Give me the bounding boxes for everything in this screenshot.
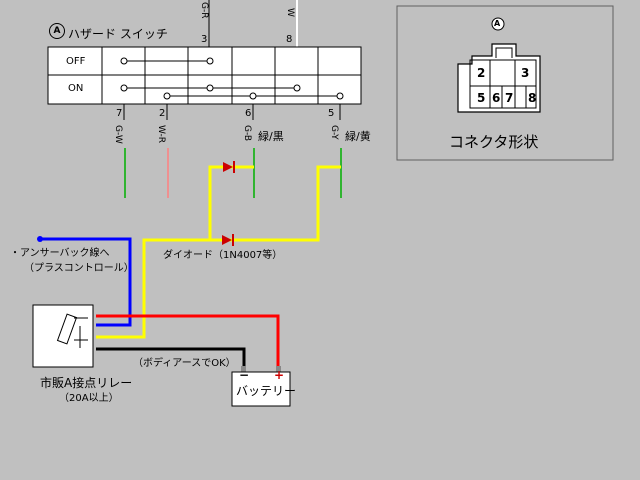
battery-minus-label: −: [239, 368, 250, 382]
relay-label: 市販A接点リレー: [40, 376, 133, 390]
switch-title: ハザード スイッチ: [68, 27, 168, 41]
color-label-g-b: 緑/黒: [258, 130, 284, 143]
pin-7: 7: [116, 108, 123, 119]
red-wire: [96, 314, 280, 372]
pin-6: 6: [245, 108, 252, 119]
connector-marker-circle: [491, 17, 505, 31]
contact-7-off: [120, 57, 128, 65]
pin-3: 3: [201, 34, 208, 45]
wire-label-w: W: [285, 8, 295, 17]
yellow-wire: [96, 165, 254, 339]
switch-marker: A: [49, 23, 65, 39]
battery-label: バッテリー: [236, 384, 297, 398]
pin-2: 2: [159, 108, 166, 119]
wire-label-g-y: G-Y: [329, 125, 339, 140]
body-earth-label: （ボディアースでOK）: [133, 358, 236, 369]
connector-cell-8: 8: [528, 91, 537, 105]
answerback-label: ・アンサーバック線へ: [10, 248, 110, 259]
row-label-off: OFF: [66, 56, 86, 67]
pin-5: 5: [328, 108, 335, 119]
answerback-sub-label: （プラスコントロール）: [24, 263, 134, 274]
contact-3-off: [206, 57, 214, 65]
battery-box: [231, 371, 291, 407]
diode-2: [222, 234, 234, 246]
diode-label: ダイオード（1N4007等）: [163, 250, 283, 261]
wire-label-g-r: G-R: [199, 2, 209, 19]
diode-1: [223, 161, 235, 173]
connector-cell-7: 7: [505, 91, 514, 105]
wire-label-g-b: G-B: [242, 125, 252, 142]
connector-cell-5: 5: [477, 91, 486, 105]
row-label-on: ON: [68, 83, 84, 94]
wire-label-g-w: G-W: [113, 125, 123, 144]
pin-8: 8: [286, 34, 293, 45]
blue-wire: [40, 237, 132, 327]
relay-sub-label: （20A以上）: [59, 393, 119, 404]
black-wire: [96, 347, 246, 372]
wire-label-w-r: W-R: [156, 125, 166, 144]
connector-marker: A: [494, 19, 501, 28]
connector-cell-2: 2: [477, 66, 486, 80]
connector-panel: [396, 5, 614, 161]
connector-caption: コネクタ形状: [449, 133, 539, 151]
connector-cell-6: 6: [492, 91, 501, 105]
connector-cell-3: 3: [521, 66, 530, 80]
connector-shape: [457, 43, 541, 113]
color-label-g-y: 緑/黄: [345, 130, 371, 143]
battery-plus-label: +: [274, 368, 285, 382]
